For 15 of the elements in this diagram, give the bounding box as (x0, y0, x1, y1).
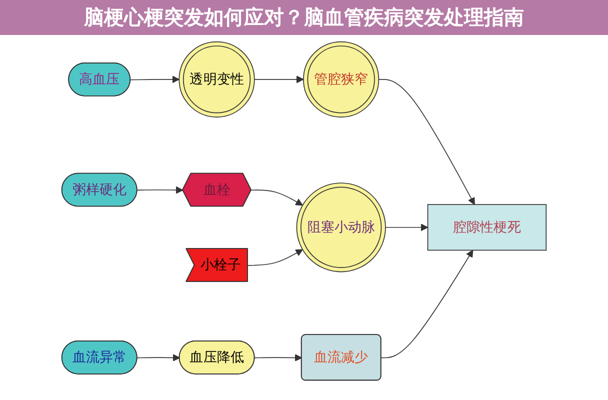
arrow (385, 224, 428, 232)
arrow (254, 76, 304, 84)
node-circle: 透明变性 (178, 41, 255, 118)
arrow (380, 250, 474, 358)
arrow (130, 76, 180, 84)
arrow (136, 186, 184, 194)
arrow (378, 78, 475, 205)
arrow (248, 249, 303, 266)
arrow (251, 190, 303, 206)
node-circle: 阻塞小动脉 (296, 182, 386, 272)
arrow (136, 354, 180, 362)
node-circle: 管腔狭窄 (303, 41, 380, 118)
node-box: 腔隙性梗死 (427, 204, 547, 251)
banner-title: 脑梗心梗突发如何应对？脑血管疾病突发处理指南 (0, 0, 608, 35)
arrow (254, 354, 302, 362)
